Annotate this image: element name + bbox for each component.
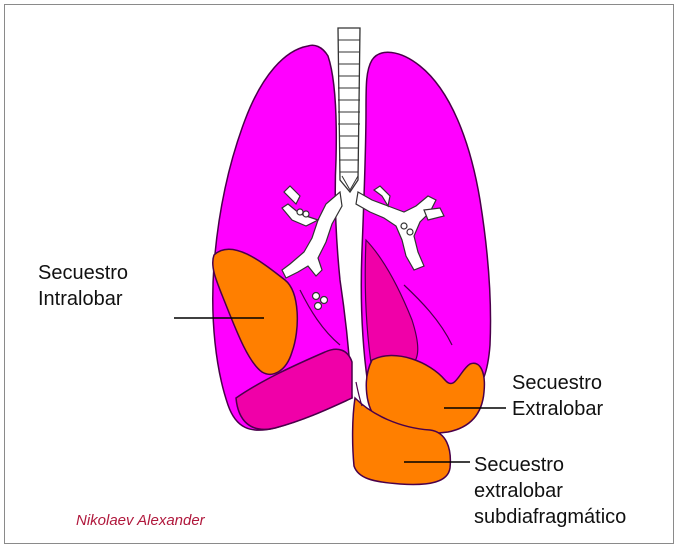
- trachea: [338, 28, 360, 192]
- author-credit: Nikolaev Alexander: [76, 512, 205, 529]
- label-subdiaphragmatic: Secuestro extralobar subdiafragmático: [474, 452, 626, 530]
- label-extralobar: Secuestro Extralobar: [512, 370, 603, 422]
- label-intralobar: Secuestro Intralobar: [38, 260, 128, 312]
